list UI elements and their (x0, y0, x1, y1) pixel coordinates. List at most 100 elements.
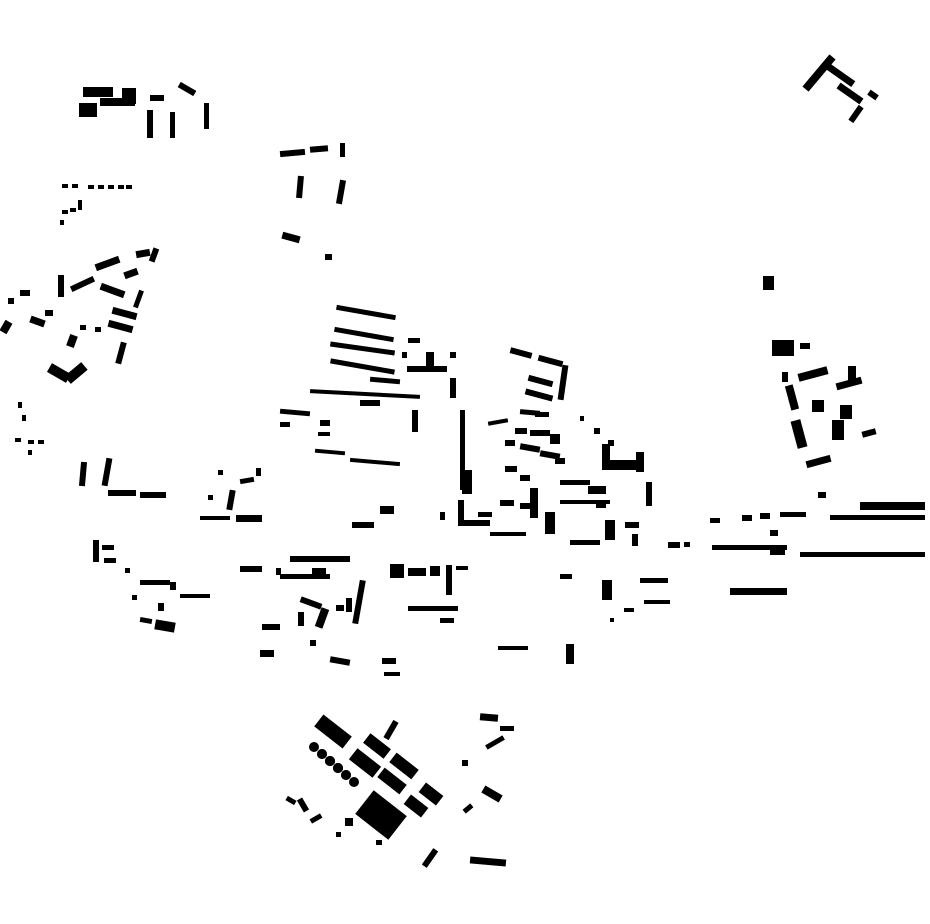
building (58, 275, 64, 297)
building (336, 605, 344, 611)
building (46, 363, 72, 383)
building (402, 352, 407, 358)
building (636, 452, 644, 472)
building (479, 713, 499, 722)
building (560, 480, 590, 485)
building (180, 594, 210, 598)
building-footprints (0, 54, 925, 868)
building (147, 110, 153, 138)
building (520, 503, 530, 509)
building (60, 220, 64, 225)
building (334, 326, 394, 343)
building (458, 520, 490, 526)
building (170, 112, 175, 138)
building (345, 818, 353, 826)
building (560, 574, 572, 579)
building (150, 95, 164, 101)
building (28, 450, 32, 455)
building (580, 416, 584, 421)
building (848, 104, 864, 124)
building (403, 794, 429, 818)
building (861, 428, 877, 438)
building (456, 566, 468, 570)
building (832, 420, 844, 440)
building (93, 540, 99, 562)
building (312, 568, 326, 576)
building (640, 578, 668, 583)
building (478, 512, 492, 517)
building (555, 458, 565, 464)
building (279, 148, 306, 158)
building (446, 565, 452, 595)
building (177, 81, 197, 97)
building (412, 410, 418, 432)
building (66, 333, 78, 349)
building (88, 185, 94, 189)
building (500, 726, 514, 731)
building (135, 248, 151, 259)
building (800, 552, 925, 557)
building (382, 658, 396, 664)
building (8, 298, 14, 304)
building (602, 460, 642, 470)
building (509, 347, 533, 359)
building (772, 340, 794, 356)
building (45, 310, 53, 316)
building (770, 550, 785, 555)
silo-building (325, 756, 335, 766)
building (70, 208, 76, 212)
building (539, 450, 561, 460)
building (440, 618, 454, 623)
building (101, 457, 113, 487)
building (408, 568, 426, 576)
building (389, 752, 419, 780)
building (0, 319, 13, 335)
building (309, 145, 329, 153)
building (560, 500, 610, 504)
building (200, 516, 230, 520)
building (624, 608, 634, 612)
building (126, 185, 132, 189)
building (94, 255, 121, 272)
building (28, 440, 34, 444)
building (352, 579, 366, 625)
building (69, 275, 96, 293)
building (812, 400, 824, 412)
building (352, 522, 374, 528)
building (426, 352, 434, 372)
building (490, 532, 526, 536)
building (763, 276, 774, 290)
building (430, 566, 440, 576)
building (15, 438, 21, 442)
building (384, 672, 400, 676)
building (260, 650, 274, 657)
building (784, 384, 800, 411)
building (309, 389, 421, 399)
building (107, 319, 134, 334)
building (256, 468, 261, 476)
building (38, 440, 44, 444)
building (684, 542, 690, 547)
building (570, 540, 600, 545)
building (608, 440, 614, 446)
building (262, 624, 280, 630)
silo-building (309, 742, 319, 752)
building (208, 495, 213, 500)
building (408, 338, 420, 343)
building (610, 618, 614, 622)
building (588, 486, 606, 494)
building (770, 530, 778, 536)
building (867, 89, 879, 101)
building (29, 315, 46, 328)
building (72, 184, 78, 188)
building (730, 588, 787, 595)
building (360, 400, 380, 406)
building (325, 254, 332, 260)
building (376, 840, 382, 845)
building (335, 179, 347, 205)
building (520, 475, 530, 481)
building (602, 580, 612, 600)
building (800, 343, 810, 349)
building (115, 341, 127, 365)
building (95, 327, 101, 332)
